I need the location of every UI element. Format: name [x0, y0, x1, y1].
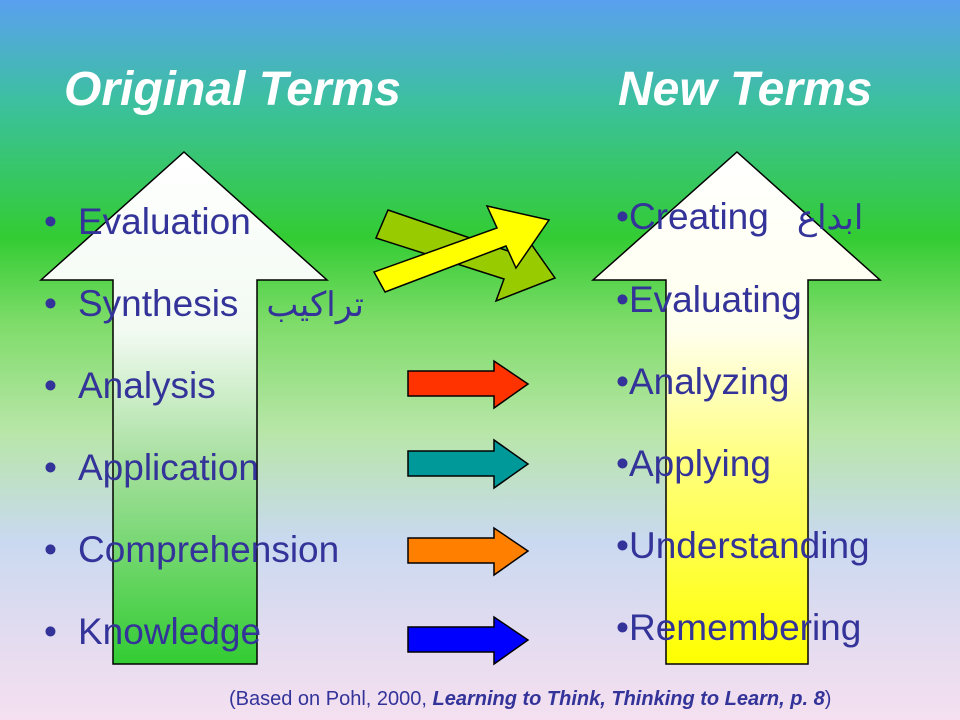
original-terms-heading: Original Terms [64, 63, 401, 116]
citation-title: Learning to Think, Thinking to Learn, p.… [432, 688, 825, 710]
application-to-applying-arrow [407, 438, 530, 490]
citation: (Based on Pohl, 2000, Learning to Think,… [229, 688, 832, 710]
new-terms-up-arrow [591, 150, 882, 665]
comprehension-to-understanding-arrow [407, 526, 530, 577]
evaluation-to-evaluating-arrow [372, 204, 551, 293]
new-terms-heading: New Terms [618, 63, 873, 116]
list-item-comprehension: •Comprehension [44, 529, 340, 570]
analysis-to-analyzing-arrow [407, 359, 530, 410]
list-item-analysis: •Analysis [44, 365, 216, 406]
arabic-synthesis-label: تراكيب [266, 286, 364, 324]
list-item-knowledge: •Knowledge [44, 611, 262, 652]
list-item-evaluation: •Evaluation [44, 201, 251, 242]
list-item-applying: •Applying [616, 443, 771, 484]
list-item-evaluating: •Evaluating [616, 279, 802, 320]
original-terms-up-arrow [39, 150, 329, 665]
list-item-understanding: •Understanding [616, 525, 870, 566]
arabic-creating-label: ابداع [796, 199, 864, 237]
list-item-application: •Application [44, 447, 260, 488]
list-item-remembering: •Remembering [616, 607, 862, 648]
knowledge-to-remembering-arrow [407, 615, 530, 666]
list-item-analyzing: •Analyzing [616, 361, 790, 402]
